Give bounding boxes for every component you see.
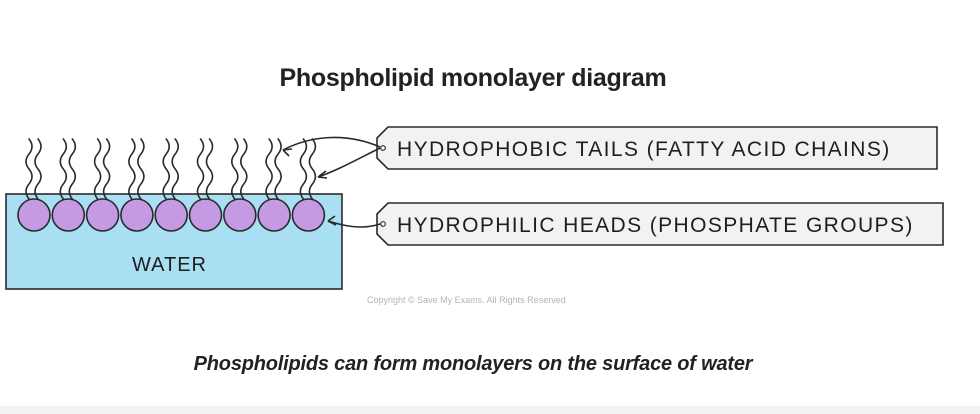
fatty-acid-tail: [34, 138, 42, 200]
fatty-acid-tail: [308, 138, 317, 200]
phosphate-head: [17, 198, 51, 232]
fatty-acid-tail: [240, 138, 248, 200]
diagram-title: Phospholipid monolayer diagram: [279, 64, 667, 92]
fatty-acid-tail: [68, 138, 77, 200]
phosphate-head: [188, 198, 223, 232]
copyright-notice: Copyright © Save My Exams. All Rights Re…: [367, 295, 566, 305]
phospholipid: [291, 138, 326, 232]
fatty-acid-tail: [231, 138, 239, 200]
diagram-caption: Phospholipids can form monolayers on the…: [193, 353, 753, 375]
phospholipid: [51, 138, 86, 232]
phospholipid-row: [17, 138, 326, 232]
phosphate-head: [223, 198, 257, 232]
heads-pointer-arrow: [327, 215, 381, 228]
phospholipid: [223, 138, 257, 232]
fatty-acid-tail: [205, 138, 214, 200]
phospholipid: [188, 138, 223, 232]
phosphate-head: [154, 198, 188, 232]
fatty-acid-tail: [274, 138, 282, 200]
heads-label-tag: [376, 202, 944, 246]
water-label: WATER: [132, 254, 207, 276]
phospholipid: [85, 138, 120, 232]
fatty-acid-tail: [137, 138, 145, 200]
fatty-acid-tail: [265, 138, 273, 200]
fatty-acid-tail: [196, 138, 205, 200]
phospholipid: [17, 138, 51, 232]
tails-pointer-arrows: [282, 136, 381, 179]
heads-label: HYDROPHILIC HEADS (PHOSPHATE GROUPS): [397, 214, 914, 237]
fatty-acid-tail: [102, 138, 111, 200]
fatty-acid-tail: [25, 138, 33, 200]
tails-label-box: HYDROPHOBIC TAILS (FATTY ACID CHAINS): [376, 126, 938, 170]
fatty-acid-tail: [299, 138, 308, 200]
phosphate-head: [51, 198, 86, 232]
fatty-acid-tail: [128, 138, 136, 200]
fatty-acid-tail: [59, 138, 68, 200]
fatty-acid-tail: [162, 138, 170, 200]
phosphate-head: [257, 198, 291, 232]
phosphate-head: [85, 198, 120, 232]
phospholipid: [154, 138, 188, 232]
phospholipid: [257, 138, 291, 232]
phosphate-head: [120, 198, 154, 232]
tails-label-tag: [376, 126, 938, 170]
heads-label-box: HYDROPHILIC HEADS (PHOSPHATE GROUPS): [376, 202, 944, 246]
fatty-acid-tail: [93, 138, 102, 200]
fatty-acid-tail: [171, 138, 179, 200]
tails-label: HYDROPHOBIC TAILS (FATTY ACID CHAINS): [397, 138, 891, 161]
phospholipid: [120, 138, 154, 232]
phosphate-head: [291, 198, 326, 232]
